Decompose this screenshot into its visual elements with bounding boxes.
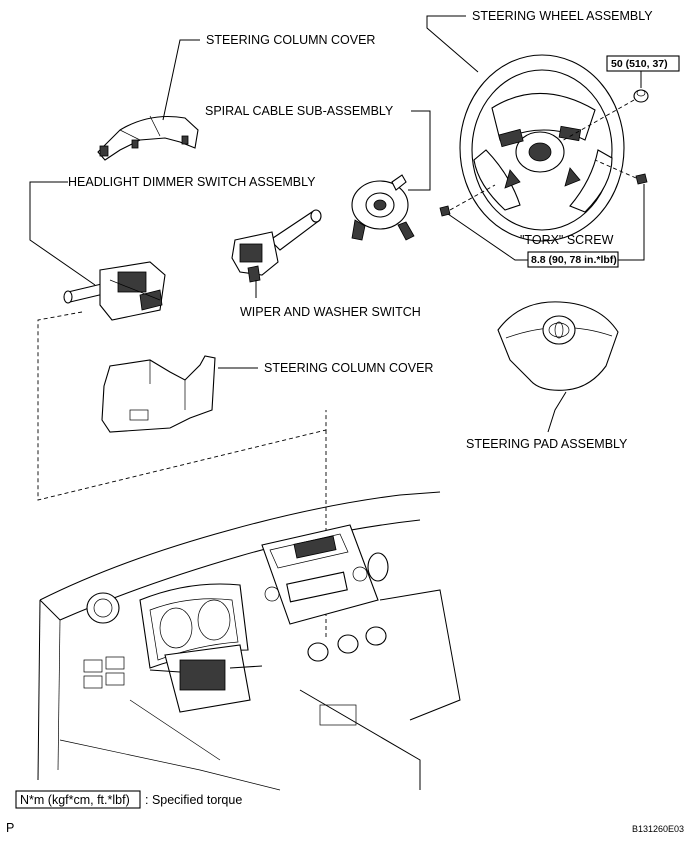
steering-pad-assembly [497, 301, 619, 391]
steering-column-cover-upper [97, 115, 199, 161]
nut-torque-box [606, 55, 680, 72]
page-code: P [6, 821, 14, 835]
steering-wheel-assembly [459, 54, 625, 242]
torx-torque-box [527, 251, 619, 268]
torx-screw-label: "TORX" SCREW [520, 233, 614, 247]
spiral-cable-label: SPIRAL CABLE SUB-ASSEMBLY [205, 104, 394, 118]
nut [559, 89, 649, 143]
steering-pad-assembly-label: STEERING PAD ASSEMBLY [466, 437, 628, 451]
dashboard-illustration [37, 491, 461, 791]
spiral-cable-sub-assembly [351, 174, 415, 241]
leader-steering-wheel [426, 15, 479, 73]
legend-unit-text: N*m (kgf*cm, ft.*lbf) [20, 793, 130, 807]
steering-column-cover-lower [101, 355, 216, 433]
headlight-dimmer-switch-label: HEADLIGHT DIMMER SWITCH ASSEMBLY [68, 175, 316, 189]
wiper-washer-switch [231, 209, 322, 283]
steering-column-cover-upper-label: STEERING COLUMN COVER [206, 33, 375, 47]
legend-description: : Specified torque [145, 793, 242, 807]
wiper-washer-switch-label: WIPER AND WASHER SWITCH [240, 305, 421, 319]
legend-unit-box [15, 790, 141, 809]
steering-column-cover-lower-label: STEERING COLUMN COVER [264, 361, 433, 375]
torx-torque-value: 8.8 (90, 78 in.*lbf) [531, 254, 617, 266]
headlight-dimmer-switch [63, 261, 166, 321]
nut-torque-value: 50 (510, 37) [611, 58, 668, 70]
torx-screw-right [594, 159, 648, 185]
torx-screw-left [439, 184, 496, 217]
steering-wheel-assembly-label: STEERING WHEEL ASSEMBLY [472, 9, 653, 23]
figure-id: B131260E03 [632, 824, 684, 834]
